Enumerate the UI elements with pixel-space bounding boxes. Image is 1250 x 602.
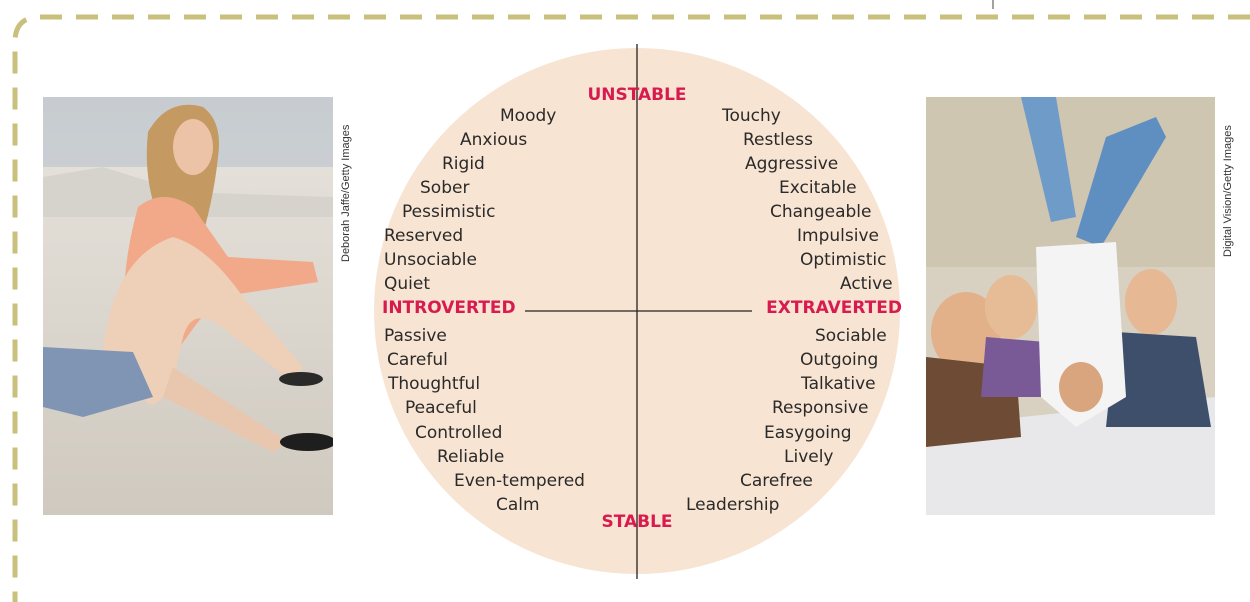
trait-moody: Moody: [500, 106, 557, 126]
trait-excitable: Excitable: [779, 178, 857, 198]
trait-lively: Lively: [784, 447, 834, 467]
label-unstable: UNSTABLE: [587, 85, 687, 105]
personality-dimensions-diagram: UNSTABLE STABLE INTROVERTED EXTRAVERTED …: [360, 30, 915, 590]
trait-anxious: Anxious: [460, 130, 528, 150]
trait-thoughtful: Thoughtful: [388, 374, 481, 394]
trait-aggressive: Aggressive: [745, 154, 839, 174]
trait-sober: Sober: [420, 178, 470, 198]
trait-optimistic: Optimistic: [800, 250, 887, 270]
trait-carefree: Carefree: [740, 471, 813, 491]
photo-introvert-woman-beach: [43, 97, 333, 515]
photo-credit-right: Digital Vision/Getty Images: [1222, 125, 1234, 257]
label-introverted: INTROVERTED: [382, 298, 516, 318]
photo-extravert-handstand: [926, 97, 1215, 515]
trait-sociable: Sociable: [815, 326, 887, 346]
trait-controlled: Controlled: [415, 423, 503, 443]
trait-responsive: Responsive: [772, 398, 869, 418]
trait-peaceful: Peaceful: [405, 398, 477, 418]
trait-quiet: Quiet: [384, 274, 431, 294]
trait-restless: Restless: [743, 130, 813, 150]
trait-touchy: Touchy: [722, 106, 781, 126]
label-extraverted: EXTRAVERTED: [766, 298, 902, 318]
trait-talkative: Talkative: [801, 374, 876, 394]
trait-easygoing: Easygoing: [764, 423, 852, 443]
trait-pessimistic: Pessimistic: [402, 202, 496, 222]
trait-changeable: Changeable: [770, 202, 872, 222]
trait-rigid: Rigid: [442, 154, 485, 174]
trait-careful: Careful: [387, 350, 448, 370]
label-stable: STABLE: [601, 512, 673, 532]
trait-passive: Passive: [384, 326, 447, 346]
trait-even-tempered: Even-tempered: [454, 471, 585, 491]
photo-credit-left: Deborah Jaffe/Getty Images: [340, 124, 352, 262]
trait-unsociable: Unsociable: [384, 250, 477, 270]
trait-outgoing: Outgoing: [800, 350, 879, 370]
trait-reserved: Reserved: [384, 226, 464, 246]
trait-reliable: Reliable: [437, 447, 505, 467]
trait-active: Active: [840, 274, 893, 294]
trait-calm: Calm: [496, 495, 540, 515]
trait-impulsive: Impulsive: [797, 226, 879, 246]
trait-leadership: Leadership: [686, 495, 780, 515]
